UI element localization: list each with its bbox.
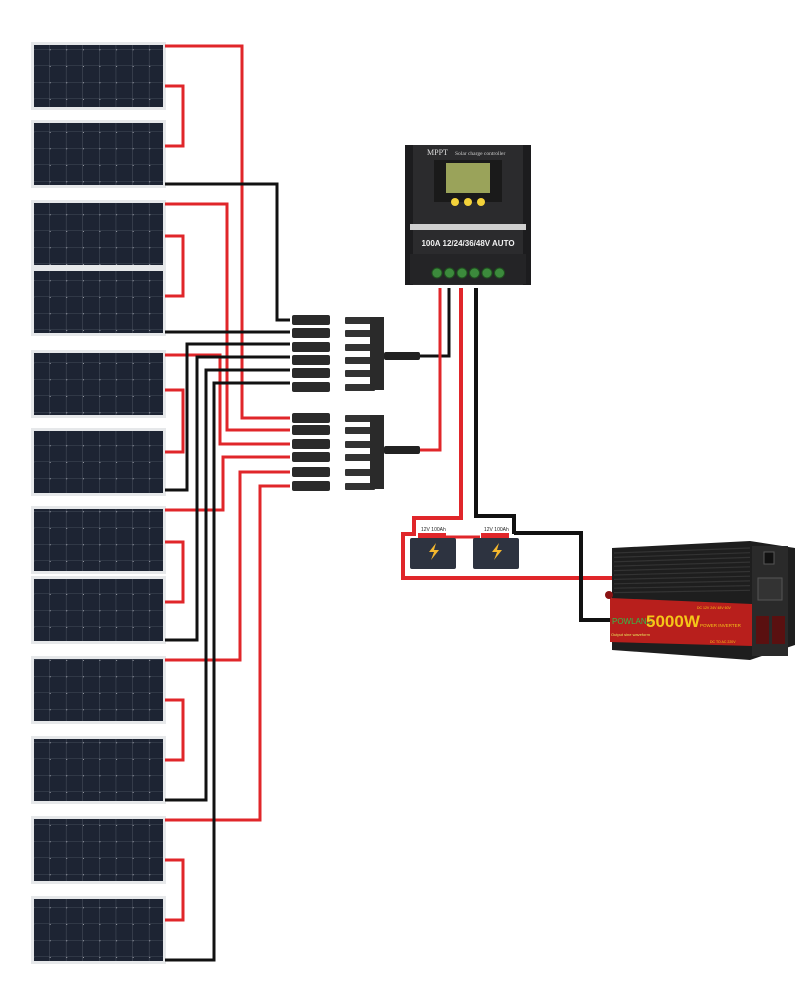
- inverter-type: POWER INVERTER: [700, 623, 742, 628]
- mc4-connector: [292, 355, 375, 365]
- panel-wiring: [165, 44, 290, 962]
- solar-panel: [31, 200, 166, 268]
- inverter-logo: POWLAND: [612, 617, 653, 626]
- solar-panel-array: [31, 42, 166, 964]
- mc4-connector: [292, 382, 375, 392]
- pv-positive-to-controller: [420, 288, 442, 452]
- inverter-power: 5000W: [646, 612, 701, 631]
- mc4-connector: [292, 368, 375, 378]
- controller-brand: MPPT: [427, 148, 448, 157]
- mc4-connector: [292, 328, 375, 338]
- mc4-connector: [292, 413, 375, 423]
- terminal-screw: [469, 267, 480, 279]
- terminal-screw: [481, 267, 493, 279]
- solar-panel: [31, 268, 166, 336]
- branch-combiner: [370, 415, 384, 489]
- combiner-output: [384, 446, 420, 454]
- series-bracket: [165, 234, 185, 298]
- battery-label: 12V 100Ah: [484, 527, 509, 533]
- mc4-connector: [292, 452, 375, 462]
- inverter-waveform: Output sine waveform: [611, 632, 651, 637]
- controller-terminals: [431, 267, 505, 279]
- mc4-connector: [292, 342, 375, 352]
- pair6-negative-wire: [165, 381, 290, 962]
- controller-battery-positive: [412, 288, 463, 536]
- combiner-output: [384, 352, 420, 360]
- pair1-positive-wire: [165, 44, 290, 420]
- lightning-bolt-icon: [492, 543, 502, 560]
- button-icon[interactable]: [464, 198, 472, 206]
- branch-combiner: [370, 317, 384, 390]
- pv-negative-to-controller: [420, 288, 451, 358]
- mc4-connector: [292, 315, 375, 325]
- mc4-combiner-connectors: [292, 315, 420, 491]
- series-bracket: [165, 858, 185, 922]
- ac-outlet: [757, 577, 783, 601]
- lcd-display: [446, 163, 490, 193]
- battery-terminal: [481, 533, 509, 538]
- controller-rating: 100A 12/24/36/48V AUTO: [421, 239, 514, 248]
- pair6-positive-wire: [165, 484, 290, 822]
- pair5-positive-wire: [165, 470, 290, 662]
- pair3-positive-wire: [165, 353, 290, 446]
- battery-inverter-negative: [514, 531, 612, 622]
- series-bracket: [165, 540, 185, 604]
- pair3-negative-wire: [165, 342, 290, 492]
- lightning-bolt-icon: [429, 543, 439, 560]
- terminal-screw: [444, 267, 455, 279]
- pair1-negative-wire: [165, 182, 290, 322]
- solar-panel: [31, 656, 166, 724]
- series-bracket: [165, 84, 185, 148]
- solar-panel: [31, 736, 166, 804]
- terminal-screw: [494, 267, 505, 279]
- battery-1: 12V 100Ah: [410, 527, 456, 569]
- pair4-negative-wire: [165, 355, 290, 642]
- series-bracket: [165, 698, 185, 762]
- solar-panel: [31, 896, 166, 964]
- series-bracket: [165, 388, 185, 454]
- system-wiring: [401, 288, 612, 622]
- controller-battery-negative: [474, 288, 516, 534]
- mc4-connector: [292, 467, 375, 477]
- mc4-connector: [292, 439, 375, 449]
- solar-panel: [31, 120, 166, 188]
- terminal-screw: [456, 267, 468, 279]
- battery-2: 12V 100Ah: [473, 527, 519, 569]
- battery-inverter-positive: [401, 532, 612, 580]
- solar-panel: [31, 42, 166, 110]
- inverter-voltages: DC 12V 24V 48V 60V: [697, 606, 732, 610]
- solar-panel: [31, 428, 166, 496]
- mc4-connector: [292, 425, 375, 435]
- battery-label: 12V 100Ah: [421, 527, 446, 533]
- power-inverter: POWLAND 5000W DC 12V 24V 48V 60V POWER I…: [605, 541, 795, 660]
- solar-panel: [31, 506, 166, 574]
- mc4-connector: [292, 481, 375, 491]
- voltage-display: [772, 616, 785, 644]
- button-icon[interactable]: [477, 198, 485, 206]
- mppt-charge-controller: MPPT Solar charge controller 100A 12/24/…: [405, 145, 531, 285]
- controller-subtitle: Solar charge controller: [455, 151, 505, 157]
- pair5-negative-wire: [165, 368, 290, 802]
- pair4-positive-wire: [165, 455, 290, 512]
- power-switch[interactable]: [763, 551, 775, 565]
- battery-terminal: [418, 533, 446, 538]
- solar-panel: [31, 576, 166, 644]
- button-icon[interactable]: [451, 198, 459, 206]
- solar-panel: [31, 816, 166, 884]
- pair2-positive-wire: [165, 202, 290, 432]
- terminal-screw: [431, 267, 443, 279]
- inverter-spec: DC TO AC 220V: [710, 640, 736, 644]
- voltage-display: [756, 616, 769, 644]
- solar-panel: [31, 350, 166, 418]
